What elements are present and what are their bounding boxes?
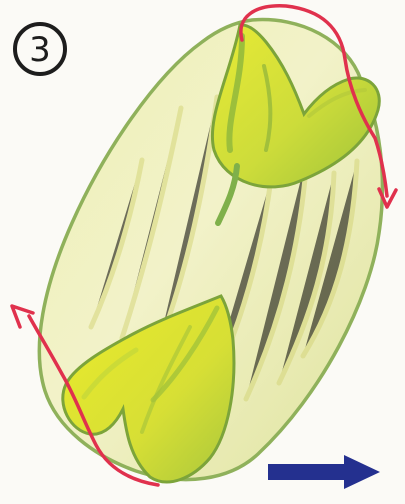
next-step-arrow-icon [266,452,382,492]
step-number: 3 [29,33,51,67]
step-number-badge: 3 [13,22,67,76]
